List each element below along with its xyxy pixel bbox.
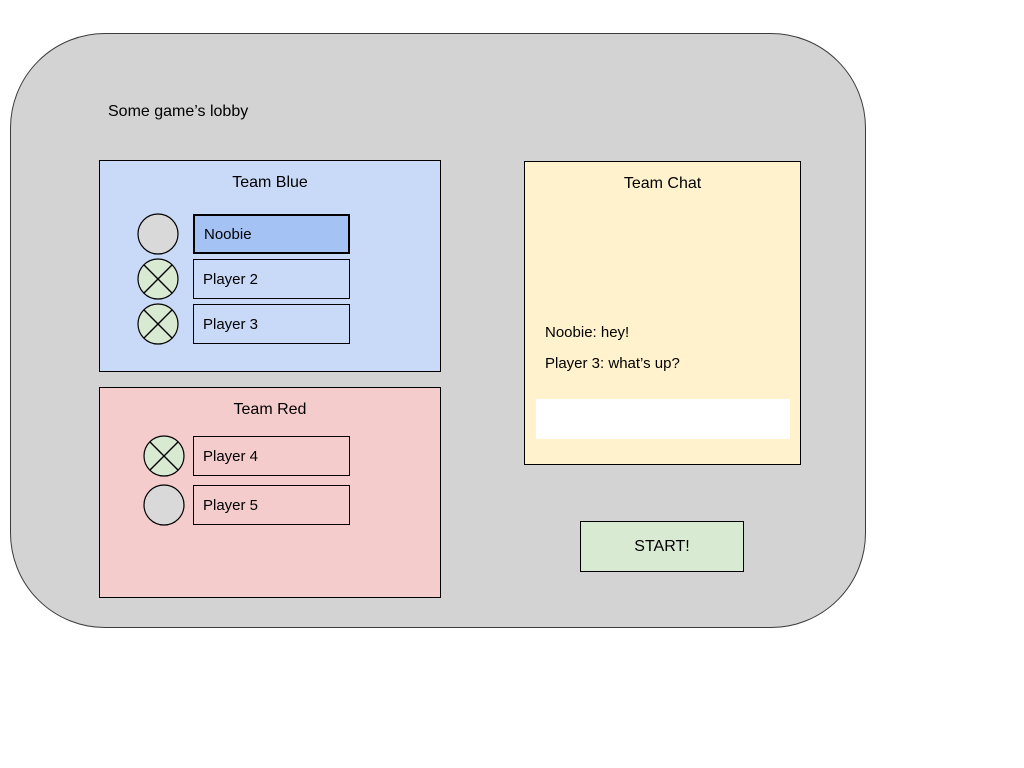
chat-message-list: Noobie: hey! Player 3: what’s up? xyxy=(545,317,786,379)
player-slot-player-2[interactable]: Player 2 xyxy=(193,259,350,299)
chat-message: Noobie: hey! xyxy=(545,324,630,341)
player-row: Player 4 xyxy=(100,435,440,477)
lobby-title: Some game’s lobby xyxy=(108,103,249,120)
lobby-window: Some game’s lobby Team Blue Noobie Playe… xyxy=(10,33,866,628)
player-row: Player 3 xyxy=(100,303,440,345)
player-name: Player 4 xyxy=(203,447,259,465)
team-blue-panel: Team Blue Noobie Player 2 xyxy=(99,160,441,372)
ready-status-icon xyxy=(143,435,185,477)
team-red-title: Team Red xyxy=(233,401,307,418)
player-slot-player-4[interactable]: Player 4 xyxy=(193,436,350,476)
ready-status-icon xyxy=(137,258,179,300)
player-slot-player-3[interactable]: Player 3 xyxy=(193,304,350,344)
ready-status-icon xyxy=(143,484,185,526)
team-chat-panel: Team Chat Noobie: hey! Player 3: what’s … xyxy=(524,161,801,465)
player-row: Player 5 xyxy=(100,484,440,526)
player-name: Player 2 xyxy=(203,270,259,288)
chat-input[interactable] xyxy=(536,399,790,439)
player-name: Player 3 xyxy=(203,315,259,333)
start-button[interactable]: START! xyxy=(580,521,744,572)
team-blue-title: Team Blue xyxy=(232,174,308,191)
player-slot-player-5[interactable]: Player 5 xyxy=(193,485,350,525)
team-chat-title: Team Chat xyxy=(623,175,702,192)
player-row: Noobie xyxy=(100,213,440,255)
player-row: Player 2 xyxy=(100,258,440,300)
chat-message: Player 3: what’s up? xyxy=(545,355,680,372)
ready-status-icon xyxy=(137,303,179,345)
team-red-panel: Team Red Player 4 Player 5 xyxy=(99,387,441,598)
player-slot-noobie[interactable]: Noobie xyxy=(193,214,350,254)
ready-status-icon xyxy=(137,213,179,255)
player-name: Noobie xyxy=(204,225,252,243)
player-name: Player 5 xyxy=(203,496,259,514)
